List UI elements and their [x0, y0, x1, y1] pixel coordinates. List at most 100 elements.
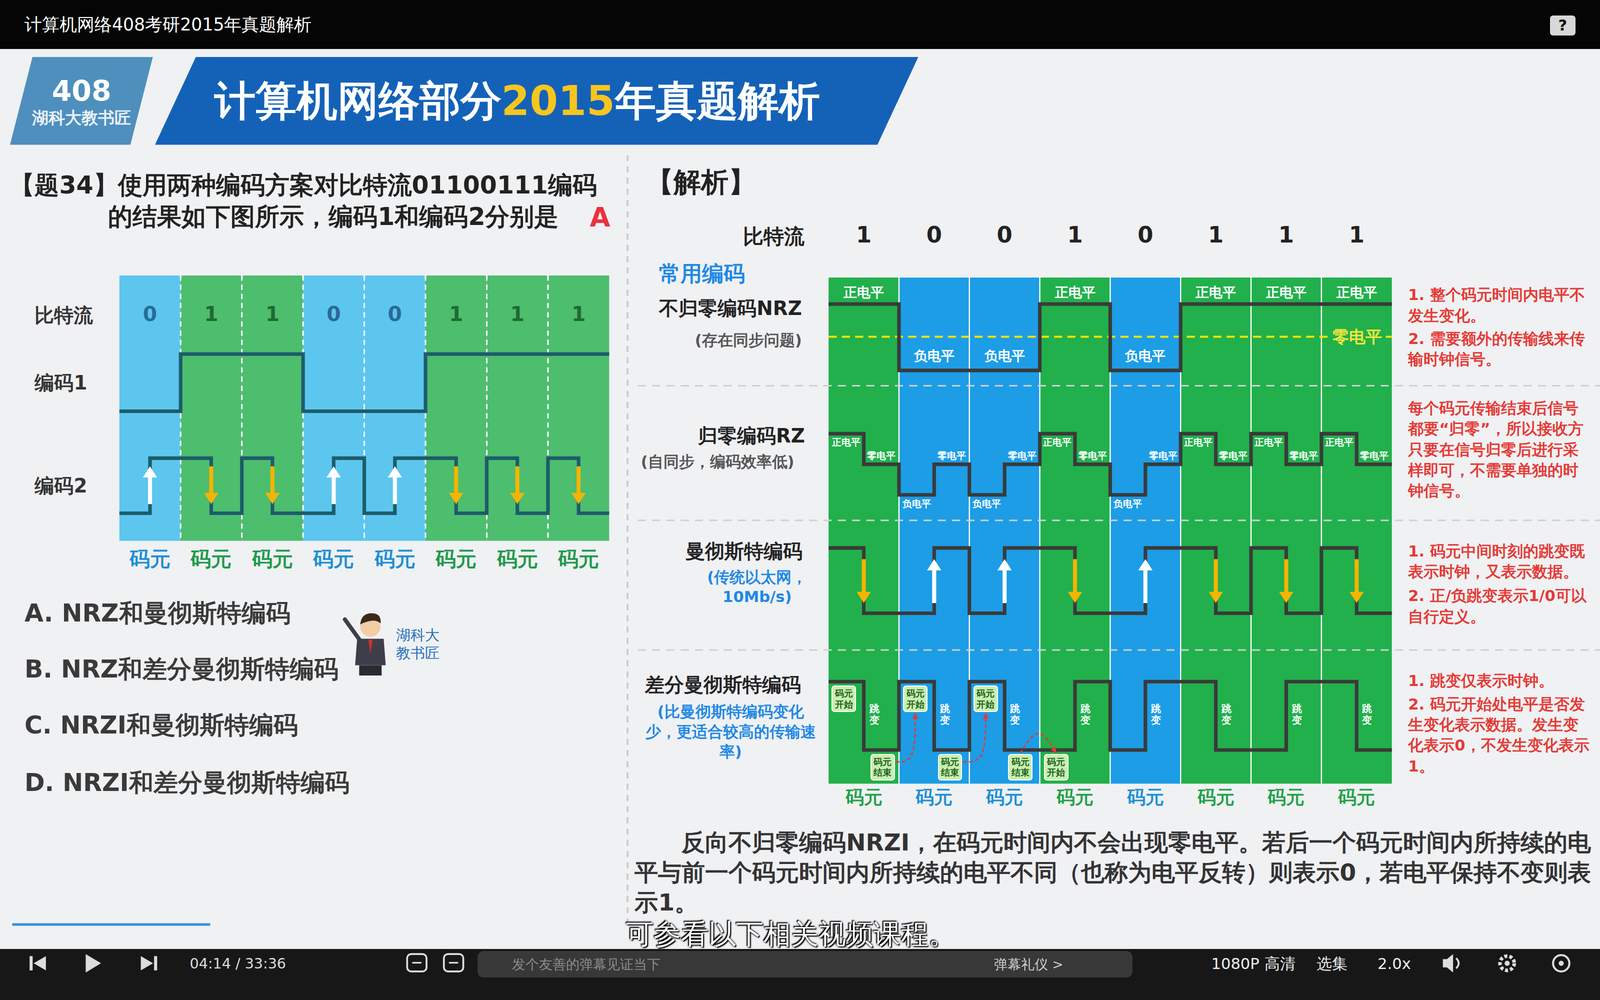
up-arrow-head [143, 466, 158, 478]
encoding-remark: (存在同步问题) [695, 331, 802, 350]
bit-column [425, 275, 487, 541]
transition-arrow [896, 713, 916, 762]
up-arrow-head [388, 466, 403, 478]
down-arrow-head [510, 493, 525, 504]
down-arrow-shaft [1073, 559, 1077, 594]
node-text: 408 [52, 74, 112, 109]
level-label: 正电平 [1195, 284, 1236, 301]
legs [359, 665, 382, 676]
nrz-waveform [119, 354, 610, 411]
note-text: 每个码元传输结束后信号都要“归零”，所以接收方只要在信号归零后进行采样即可，不需… [1408, 398, 1594, 502]
level-label: 负电平 [984, 348, 1025, 364]
encoding-name: 曼彻斯特编码 [685, 540, 803, 564]
node-text: 年真题解析 [615, 76, 820, 126]
answer-letter: A [590, 202, 611, 234]
node-text: 码元 结束 [873, 756, 892, 778]
note-text: 1. 码元中间时刻的跳变既表示时钟，又表示数据。 [1408, 541, 1594, 583]
symbol-label: 码元 [986, 786, 1023, 809]
level-label: 负电平 [902, 498, 931, 510]
level-label: 零电平 [1219, 450, 1248, 462]
extra-icon [1553, 955, 1570, 972]
up-arrow-shaft [148, 475, 152, 504]
note-text: 2. 需要额外的传输线来传输时钟信号。 [1408, 328, 1594, 370]
row-label: 比特流 [743, 224, 805, 249]
play-icon [85, 954, 101, 973]
symbol-label: 码元 [1127, 786, 1164, 809]
node-text: 计算机网络部分 [214, 76, 502, 126]
danmaku-icon [407, 954, 427, 972]
answer-option: D. NRZI和差分曼彻斯特编码 [24, 768, 350, 798]
zero-level-label: 零电平 [1330, 326, 1384, 348]
manchester-waveform [828, 548, 1392, 614]
down-arrow-shaft [454, 466, 458, 495]
level-label: 正电平 [843, 284, 884, 301]
answer-option: C. NRZI和曼彻斯特编码 [24, 711, 298, 741]
tie [368, 640, 373, 655]
help-icon: ? [1550, 15, 1576, 36]
down-arrow-shaft [861, 559, 866, 594]
row-label: 编码1 [34, 371, 87, 395]
encoding-remark: (比曼彻斯特编码变化少，更适合较高的传输速率) [643, 702, 819, 762]
down-arrow-head [856, 592, 871, 603]
up-arrow-head [997, 559, 1012, 570]
symbol-marker: 码元 结束 [938, 754, 963, 780]
logo-tab: 408湖科大教书匠 [10, 57, 153, 145]
encoding-name: 归零编码RZ [698, 424, 805, 448]
question-text: 【题34】使用两种编码方案对比特流01100111编码的结果如下图所示，编码1和… [10, 169, 602, 233]
node-text: 码元 开始 [1047, 756, 1066, 778]
down-arrow-shaft [1214, 559, 1218, 594]
manchester-waveform [119, 458, 610, 513]
rz-waveform [828, 433, 1392, 495]
page-title: 计算机网络408考研2015年真题解析 [24, 14, 312, 36]
note-text: 1. 整个码元时间内电平不发生变化。 [1408, 284, 1594, 326]
symbol-marker: 码元 开始 [831, 685, 856, 712]
level-label: 零电平 [1360, 450, 1389, 462]
row-separator [638, 649, 1600, 651]
bit-value: 1 [856, 221, 872, 249]
bit-value: 1 [510, 302, 524, 327]
banner-fill [10, 57, 153, 145]
down-arrow-head [449, 493, 464, 504]
symbol-label: 码元 [915, 786, 953, 809]
symbol-marker: 码元 开始 [1044, 754, 1069, 780]
volume-wave [1456, 958, 1459, 968]
encoding-name: 差分曼彻斯特编码 [645, 673, 801, 697]
down-arrow-shaft [1354, 559, 1359, 594]
volume-icon [1443, 954, 1453, 973]
node-text: 码元 开始 [976, 688, 995, 709]
up-arrow-shaft [1143, 568, 1148, 603]
up-arrow-shaft [932, 568, 936, 603]
hair [360, 613, 381, 625]
level-label: 负电平 [972, 498, 1001, 510]
level-label: 负电平 [1113, 498, 1142, 510]
danmaku-icon [444, 954, 464, 972]
bit-value: 1 [1349, 221, 1365, 249]
encoding-remark: (自同步，编码效率低) [641, 453, 795, 472]
bit-value: 0 [388, 302, 402, 327]
level-label: 负电平 [1125, 348, 1166, 364]
danmaku-icon-line [449, 962, 458, 964]
symbol-marker: 码元 结束 [1008, 754, 1033, 780]
banner-fill [155, 57, 919, 145]
bit-column [364, 275, 426, 541]
up-arrow-shaft [331, 475, 336, 504]
level-label: 零电平 [1078, 450, 1107, 462]
level-label: 正电平 [1184, 436, 1213, 448]
transition-arrow [963, 713, 986, 762]
node-text: 湖科大教书匠 [32, 108, 131, 128]
symbol-label: 码元 [374, 547, 416, 572]
up-arrow-head [1138, 559, 1153, 570]
level-label: 正电平 [1325, 436, 1354, 448]
body [355, 639, 386, 666]
bit-column [242, 275, 303, 541]
bit-column [486, 275, 548, 541]
down-arrow-head [1279, 592, 1294, 603]
row-label: 编码2 [34, 474, 87, 498]
node-text: 2015 [501, 76, 615, 126]
extra-icon-center [1558, 960, 1564, 966]
symbol-label: 码元 [435, 547, 477, 572]
prev-icon-bar [29, 956, 33, 971]
answer-option: A. NRZ和曼彻斯特编码 [24, 599, 291, 629]
